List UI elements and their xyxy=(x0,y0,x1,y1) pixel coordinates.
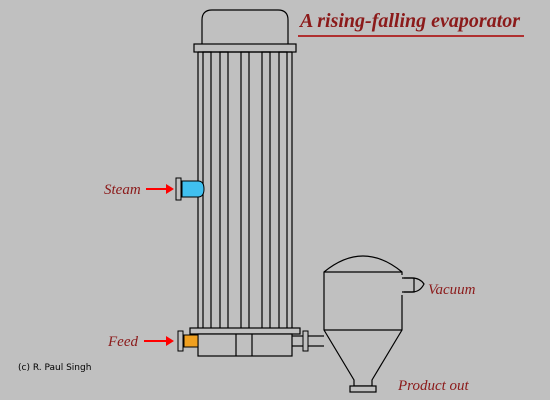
top-dome xyxy=(201,9,289,44)
diagram-title: A rising-falling evaporator xyxy=(298,10,520,32)
vacuum-label: Vacuum xyxy=(428,282,476,298)
tube xyxy=(261,51,271,331)
feed-label: Feed xyxy=(107,334,138,350)
bottom-flange xyxy=(189,327,301,335)
top-flange xyxy=(193,43,297,53)
tube xyxy=(240,51,250,331)
steam-inlet-flange xyxy=(175,177,182,201)
tube-bundle xyxy=(202,51,288,331)
separator-vessel xyxy=(323,255,403,387)
credit-text: (c) R. Paul Singh xyxy=(18,363,91,373)
steam-inlet xyxy=(181,180,205,198)
tube xyxy=(219,51,229,331)
feed-inlet-flange xyxy=(177,330,184,352)
steam-label: Steam xyxy=(104,182,141,198)
vacuum-outlet-pipe xyxy=(402,277,425,293)
product-outlet-flange xyxy=(349,385,377,393)
connecting-pipe-flange xyxy=(302,330,309,352)
feed-arrow xyxy=(144,336,174,346)
bottom-header xyxy=(197,333,293,357)
steam-arrow xyxy=(146,184,174,194)
tube xyxy=(278,51,288,331)
vacuum-outlet-flange xyxy=(400,275,404,295)
product-out-label: Product out xyxy=(397,378,470,394)
feed-inlet-pipe xyxy=(183,334,199,348)
